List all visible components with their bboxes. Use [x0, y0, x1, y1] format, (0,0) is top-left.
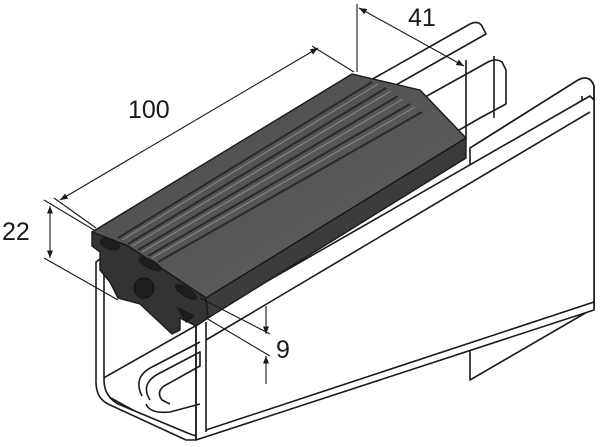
dim-100-line — [59, 47, 319, 201]
profile-hole — [174, 284, 198, 300]
dim-100-ext-left — [53, 197, 97, 229]
profile-hole — [138, 256, 162, 272]
profile-hole — [99, 237, 121, 251]
dimension-lines — [43, 4, 467, 384]
dim-9-ext-bottom — [205, 317, 271, 357]
dimension-width-label: 41 — [408, 4, 436, 32]
dim-22-ext-bottom — [43, 257, 119, 301]
dim-9-ext-top — [199, 297, 271, 335]
dim-41-line — [358, 7, 465, 67]
profile-channel — [133, 277, 155, 299]
dim-22-ext-top — [43, 199, 95, 231]
dimension-offset-label: 9 — [276, 336, 290, 364]
dim-100-ext-right — [311, 45, 355, 73]
channel-rail — [95, 21, 595, 441]
dimension-length-label: 100 — [128, 96, 170, 124]
rail-slot — [145, 351, 201, 405]
dimension-height-label: 22 — [2, 218, 30, 246]
